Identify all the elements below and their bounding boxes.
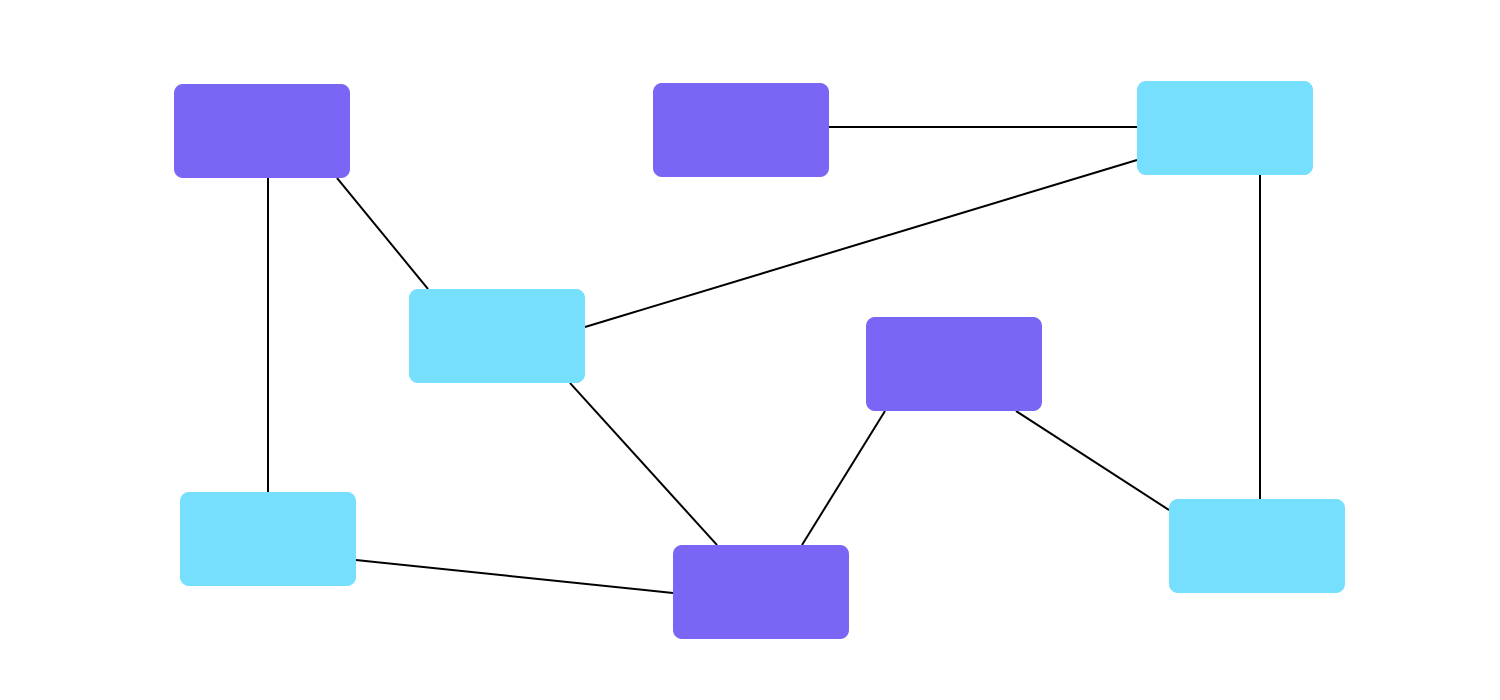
edge-n1-n4 [336,177,429,290]
diagram-node[interactable] [1169,499,1345,593]
diagram-node[interactable] [866,317,1042,411]
diagram-node[interactable] [1137,81,1313,175]
diagram-node[interactable] [409,289,585,383]
diagram-node[interactable] [673,545,849,639]
edge-n3-n4 [584,159,1138,328]
diagram-node[interactable] [653,83,829,177]
diagram-node[interactable] [174,84,350,178]
edge-n4-n7 [569,382,718,546]
edge-n5-n7 [801,410,886,546]
edge-n5-n8 [1015,410,1170,511]
edge-n6-n7 [355,559,674,594]
diagram-node[interactable] [180,492,356,586]
